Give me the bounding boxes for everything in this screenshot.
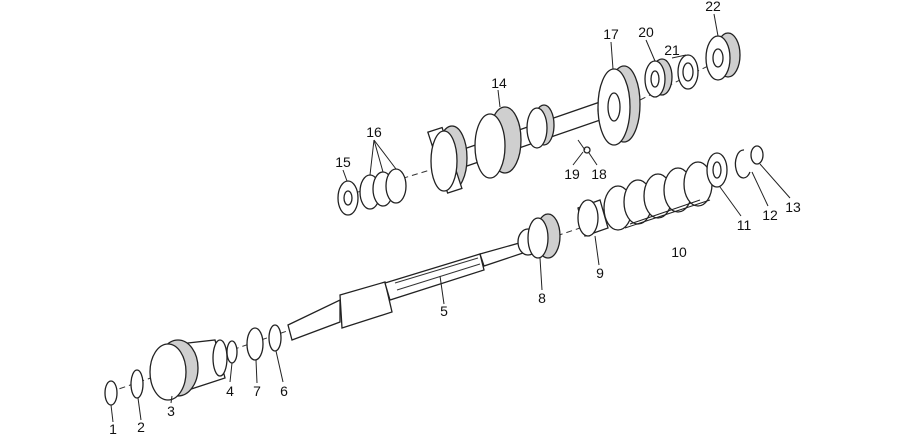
label-part-17: 17 <box>603 26 619 42</box>
part-labels: 1 2 3 4 5 6 7 8 9 10 11 12 13 14 15 16 1… <box>109 0 801 437</box>
part-21-ring <box>677 54 699 90</box>
label-part-14: 14 <box>491 75 507 91</box>
part-3-gear <box>149 339 228 401</box>
label-part-19: 19 <box>564 166 580 182</box>
part-13-nut <box>750 145 764 165</box>
part-2-washer <box>130 369 144 399</box>
leader-lines <box>110 13 791 423</box>
label-part-6: 6 <box>280 383 288 399</box>
label-part-20: 20 <box>638 24 654 40</box>
label-part-12: 12 <box>762 207 778 223</box>
part-12-circlip <box>734 149 751 179</box>
label-part-10: 10 <box>671 244 687 260</box>
label-part-1: 1 <box>109 421 117 437</box>
label-part-9: 9 <box>596 265 604 281</box>
label-part-4: 4 <box>226 383 234 399</box>
part-20-bearing <box>644 58 673 98</box>
label-part-15: 15 <box>335 154 351 170</box>
label-part-3: 3 <box>167 403 175 419</box>
label-part-16: 16 <box>366 124 382 140</box>
part-17-gear <box>597 65 641 146</box>
label-part-11: 11 <box>737 217 752 233</box>
part-15-washer <box>337 180 359 216</box>
label-part-8: 8 <box>538 290 546 306</box>
part-11-washer <box>706 152 728 188</box>
part-22-dog-clutch <box>705 32 741 81</box>
label-part-13: 13 <box>785 199 801 215</box>
label-part-18: 18 <box>591 166 607 182</box>
label-part-2: 2 <box>137 419 145 435</box>
label-part-22: 22 <box>705 0 721 14</box>
label-part-5: 5 <box>440 303 448 319</box>
part-5-main-shaft <box>287 239 533 341</box>
part-10-spring <box>603 161 713 231</box>
part-6-circlip <box>268 324 282 352</box>
lower-shaft-assembly <box>104 145 764 406</box>
part-1-circlip <box>104 380 118 406</box>
part-14-layshaft <box>427 100 609 194</box>
label-part-7: 7 <box>253 383 261 399</box>
part-18-19-pin <box>577 139 591 154</box>
part-9-cone <box>577 199 609 237</box>
part-16-shims <box>359 168 407 210</box>
part-4-ring <box>226 340 238 364</box>
label-part-21: 21 <box>664 42 680 58</box>
upper-shaft-assembly <box>337 32 741 216</box>
part-7-washer <box>246 327 264 361</box>
part-8-gear <box>517 213 561 259</box>
